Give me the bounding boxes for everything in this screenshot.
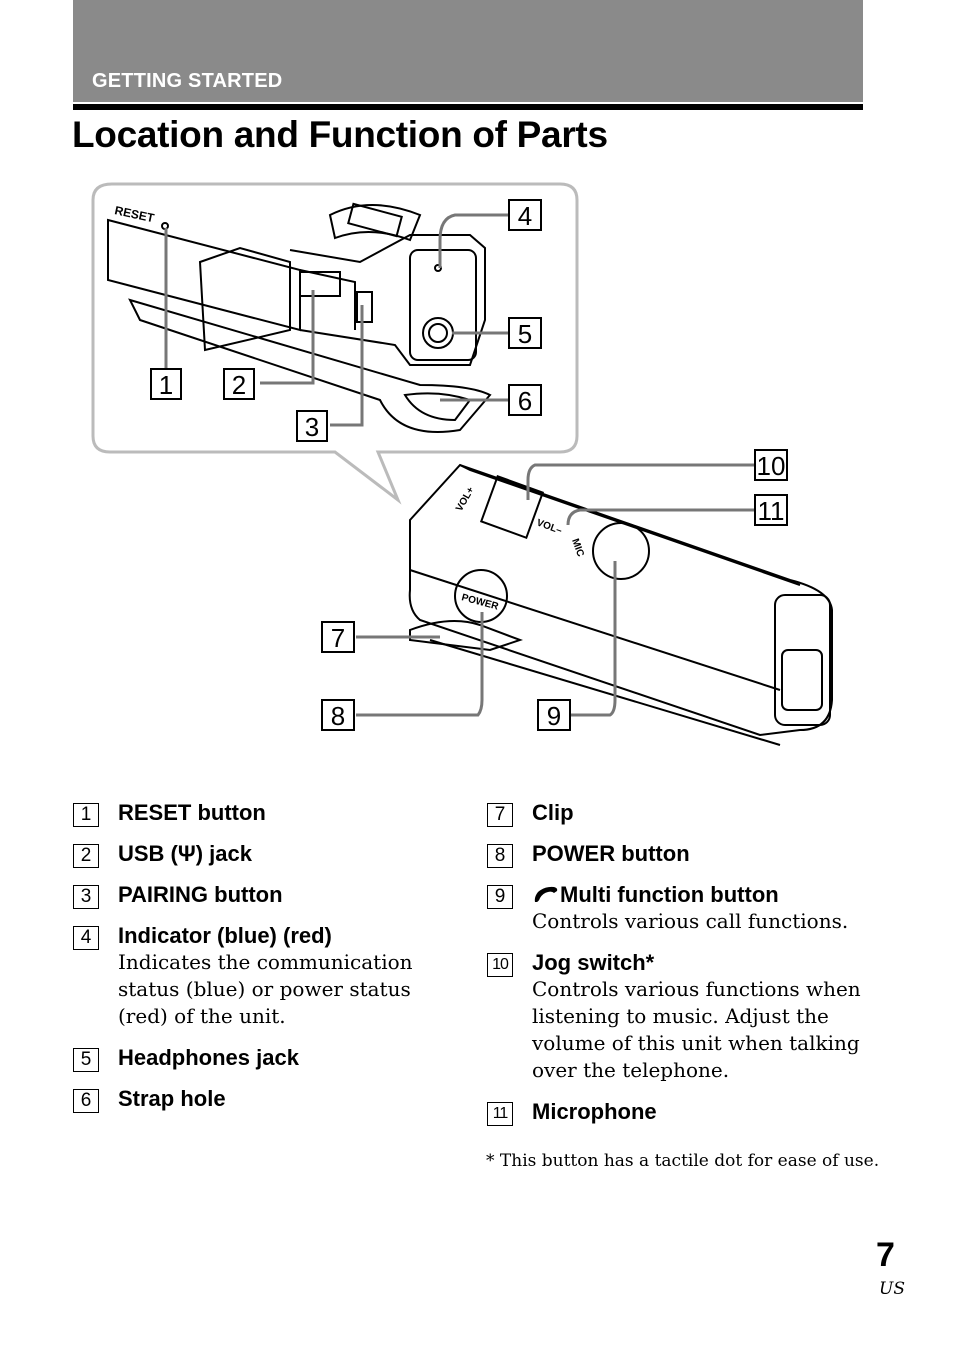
phone-handset-icon	[534, 886, 558, 902]
part-item: 9 Multi function button Controls various…	[487, 881, 867, 935]
part-number: 1	[73, 803, 99, 827]
part-item: 3 PAIRING button	[73, 881, 453, 909]
callout-2: 2	[232, 370, 246, 400]
section-label: GETTING STARTED	[92, 70, 283, 92]
part-name: USB (Ψ) jack	[118, 841, 252, 866]
parts-diagram: RESET POWER VOL+ VOL– MIC 1 2 3 4 5	[91, 182, 833, 746]
part-item: 10 Jog switch* Controls various function…	[487, 949, 867, 1084]
callout-9: 9	[547, 701, 561, 731]
callout-4: 4	[518, 201, 532, 231]
part-number: 5	[73, 1048, 99, 1072]
part-number: 9	[487, 885, 513, 909]
parts-list-left: 1 RESET button 2 USB (Ψ) jack 3 PAIRING …	[73, 799, 453, 1126]
page-number: 7	[876, 1236, 895, 1274]
part-number: 2	[73, 844, 99, 868]
part-name: Jog switch*	[532, 950, 655, 975]
main-unit-body	[408, 463, 833, 737]
part-name: Microphone	[532, 1099, 657, 1124]
part-item: 2 USB (Ψ) jack	[73, 840, 453, 868]
part-description: Indicates the communication status (blue…	[118, 950, 413, 1028]
part-name: POWER button	[532, 841, 690, 866]
callout-10: 10	[757, 451, 786, 481]
callout-1: 1	[159, 370, 173, 400]
part-name: Multi function button	[560, 882, 779, 907]
part-item: 1 RESET button	[73, 799, 453, 827]
callout-5: 5	[518, 319, 532, 349]
page-region: US	[879, 1279, 905, 1299]
power-label: POWER	[460, 592, 500, 613]
part-item: 7 Clip	[487, 799, 867, 827]
part-number: 7	[487, 803, 513, 827]
part-number: 8	[487, 844, 513, 868]
part-name: Clip	[532, 800, 574, 825]
callout-11: 11	[758, 496, 785, 526]
part-name: Headphones jack	[118, 1045, 299, 1070]
part-number: 3	[73, 885, 99, 909]
part-name: Indicator (blue) (red)	[118, 923, 332, 948]
part-number: 6	[73, 1089, 99, 1113]
part-name: PAIRING button	[118, 882, 283, 907]
page-title: Location and Function of Parts	[72, 114, 608, 155]
callout-bubble	[91, 182, 579, 505]
part-description: Controls various call functions.	[532, 909, 849, 933]
part-name: RESET button	[118, 800, 266, 825]
callout-8: 8	[331, 701, 345, 731]
part-item: 8 POWER button	[487, 840, 867, 868]
parts-list-right: 7 Clip 8 POWER button 9 Multi function b…	[487, 799, 867, 1139]
part-number: 4	[73, 926, 99, 950]
vol-plus-label: VOL+	[454, 485, 477, 513]
part-item: 5 Headphones jack	[73, 1044, 453, 1072]
header-bar	[73, 0, 863, 102]
callout-6: 6	[518, 386, 532, 416]
part-number: 11	[487, 1102, 513, 1126]
vol-minus-label: VOL–	[535, 517, 564, 536]
part-description: Controls various functions when listenin…	[532, 977, 861, 1082]
part-name-row: Multi function button	[532, 881, 867, 908]
part-item: 4 Indicator (blue) (red) Indicates the c…	[73, 922, 453, 1030]
footnote: * This button has a tactile dot for ease…	[486, 1151, 880, 1171]
part-name: Strap hole	[118, 1086, 226, 1111]
header-rule	[73, 104, 863, 110]
mic-label: MIC	[569, 537, 586, 558]
part-item: 11 Microphone	[487, 1098, 867, 1126]
part-number: 10	[487, 953, 513, 977]
callout-7: 7	[331, 623, 345, 653]
callout-3: 3	[305, 412, 319, 442]
part-item: 6 Strap hole	[73, 1085, 453, 1113]
